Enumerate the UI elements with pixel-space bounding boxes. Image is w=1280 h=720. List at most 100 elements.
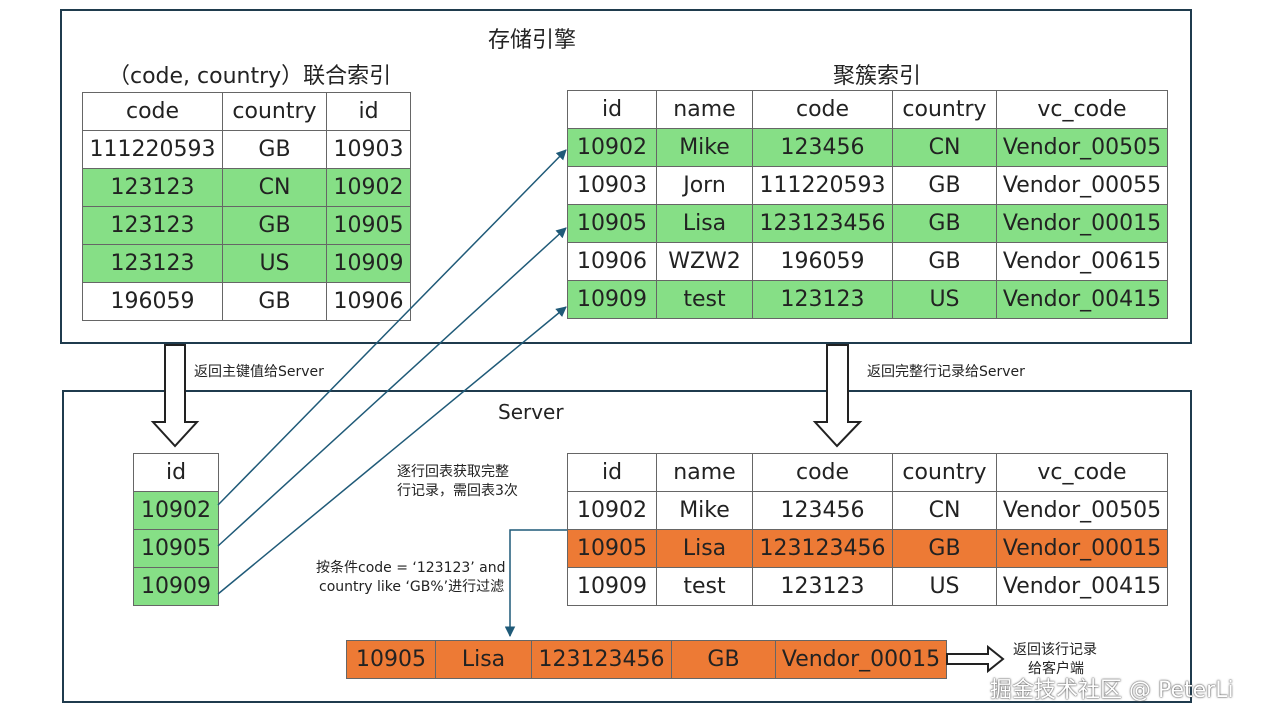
table-cell: Vendor_00055 <box>996 166 1168 205</box>
table-header-row: id name code country vc_code <box>567 90 1168 129</box>
column-header: name <box>656 90 753 129</box>
lookup-arrow-10902 <box>217 149 567 506</box>
table-cell: test <box>656 280 753 319</box>
table-cell: US <box>892 280 997 319</box>
table-cell: 123123 <box>82 206 223 245</box>
lookup-arrow-10909 <box>217 306 567 595</box>
lookup-arrow-10905 <box>217 227 567 547</box>
table-cell: 10909 <box>133 567 219 606</box>
filter-label-line1: 按条件code = ‘123123’ and <box>316 560 506 576</box>
watermark: 掘金技术社区 @ PeterLi <box>990 678 1234 703</box>
table-cell: 10902 <box>567 491 657 530</box>
table-cell: GB <box>892 529 997 568</box>
table-cell: 10905 <box>567 529 657 568</box>
table-row: 123123 CN 10902 <box>82 168 411 207</box>
table-cell: Vendor_00015 <box>996 529 1168 568</box>
column-header: code <box>752 90 893 129</box>
filter-label-line2: country like ‘GB%’进行过滤 <box>319 579 505 595</box>
table-cell: Vendor_00505 <box>996 128 1168 167</box>
table-row: 10906 WZW2 196059 GB Vendor_00615 <box>567 242 1168 281</box>
table-row: 123123 US 10909 <box>82 244 411 283</box>
storage-engine-frame <box>60 9 1192 344</box>
table-cell: 123123456 <box>531 640 672 679</box>
table-cell: 10905 <box>326 206 411 245</box>
table-cell: 196059 <box>752 242 893 281</box>
table-cell: 10902 <box>326 168 411 207</box>
clustered-index-title: 聚簇索引 <box>833 64 922 89</box>
composite-index-table: code country id 111220593 GB 10903 12312… <box>82 92 411 321</box>
table-cell: Vendor_00015 <box>775 640 947 679</box>
column-header: id <box>133 453 219 492</box>
server-id-table: id 10902 10905 10909 <box>133 453 219 606</box>
table-cell: Jorn <box>656 166 753 205</box>
column-header: id <box>326 92 411 131</box>
table-cell: US <box>222 244 327 283</box>
table-row: 10909 test 123123 US Vendor_00415 <box>567 280 1168 319</box>
table-row: 10905 Lisa 123123456 GB Vendor_00015 <box>346 640 947 679</box>
table-cell: US <box>892 567 997 606</box>
table-cell: GB <box>222 206 327 245</box>
column-header: code <box>752 453 893 492</box>
table-row: 196059 GB 10906 <box>82 282 411 321</box>
table-cell: GB <box>671 640 776 679</box>
table-cell: 111220593 <box>82 130 223 169</box>
table-cell: 123123 <box>82 168 223 207</box>
table-cell: Vendor_00415 <box>996 567 1168 606</box>
table-cell: 10905 <box>133 529 219 568</box>
table-cell: GB <box>892 242 997 281</box>
table-cell: 10909 <box>567 567 657 606</box>
table-cell: 10905 <box>567 204 657 243</box>
server-records-table: id name code country vc_code 10902 Mike … <box>567 453 1168 606</box>
table-cell: CN <box>892 128 997 167</box>
table-cell: 10902 <box>133 491 219 530</box>
table-row: 10902 Mike 123456 CN Vendor_00505 <box>567 491 1168 530</box>
table-cell: 10903 <box>326 130 411 169</box>
table-row: 10905 <box>133 529 219 568</box>
table-cell: 123456 <box>752 128 893 167</box>
table-cell: Mike <box>656 128 753 167</box>
table-cell: 10906 <box>567 242 657 281</box>
storage-engine-title: 存储引擎 <box>488 28 577 53</box>
table-cell: 10902 <box>567 128 657 167</box>
composite-index-title: （code, country）联合索引 <box>108 64 392 89</box>
table-row: 10909 <box>133 567 219 606</box>
table-header-row: id <box>133 453 219 492</box>
table-cell: WZW2 <box>656 242 753 281</box>
table-row: 123123 GB 10905 <box>82 206 411 245</box>
column-header: vc_code <box>996 453 1168 492</box>
column-header: vc_code <box>996 90 1168 129</box>
return-client-label-line1: 返回该行记录 <box>1013 642 1097 658</box>
table-cell: 10909 <box>326 244 411 283</box>
table-cell: 123123 <box>82 244 223 283</box>
return-client-label-line2: 给客户端 <box>1028 661 1084 677</box>
table-cell: 10909 <box>567 280 657 319</box>
return-pk-down-arrow <box>150 344 200 448</box>
table-cell: Lisa <box>435 640 532 679</box>
table-cell: 123123 <box>752 280 893 319</box>
table-row: 10902 <box>133 491 219 530</box>
return-client-arrow <box>946 644 1005 674</box>
server-title: Server <box>498 400 564 424</box>
table-cell: 10905 <box>346 640 436 679</box>
column-header: country <box>222 92 327 131</box>
table-cell: Vendor_00505 <box>996 491 1168 530</box>
filter-arrow <box>504 529 567 638</box>
table-cell: Vendor_00615 <box>996 242 1168 281</box>
table-row: 10909 test 123123 US Vendor_00415 <box>567 567 1168 606</box>
table-cell: Vendor_00415 <box>996 280 1168 319</box>
table-cell: Vendor_00015 <box>996 204 1168 243</box>
column-header: id <box>567 90 657 129</box>
column-header: country <box>892 453 997 492</box>
return-pk-label: 返回主键值给Server <box>194 364 324 380</box>
table-cell: CN <box>892 491 997 530</box>
column-header: id <box>567 453 657 492</box>
back-table-label-line1: 逐行回表获取完整 <box>397 464 509 480</box>
server-frame <box>62 390 1192 703</box>
table-cell: test <box>656 567 753 606</box>
return-full-down-arrow <box>812 344 863 448</box>
table-cell: 111220593 <box>752 166 893 205</box>
back-table-label-line2: 行记录，需回表3次 <box>397 483 518 499</box>
result-row-table: 10905 Lisa 123123456 GB Vendor_00015 <box>346 640 947 679</box>
table-cell: Lisa <box>656 529 753 568</box>
table-cell: 123123 <box>752 567 893 606</box>
